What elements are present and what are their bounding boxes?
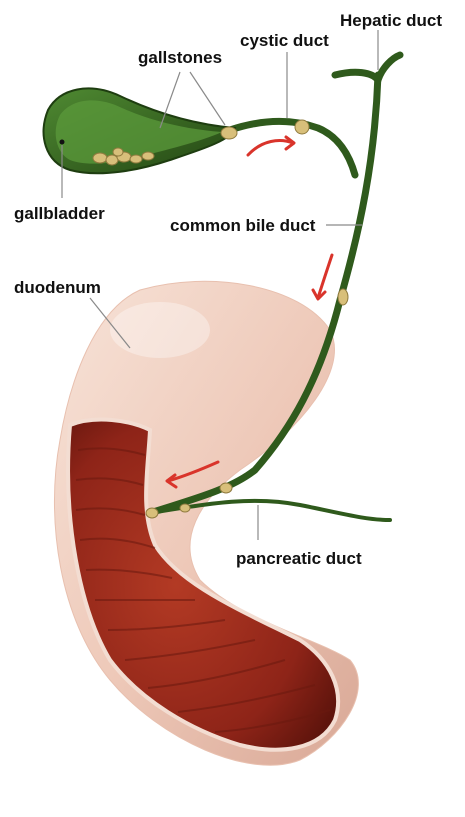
gallstone-ampulla-1 [180,504,190,512]
gallstone-common-2 [220,483,232,493]
label-common-bile-duct: common bile duct [170,216,316,235]
label-gallbladder: gallbladder [14,204,105,223]
gallbladder [44,88,235,173]
gallstone-common-1 [338,289,348,305]
duodenum-highlight [110,302,210,358]
cystic-duct [230,121,355,175]
gallstone-ampulla-2 [146,508,158,518]
label-hepatic-duct: Hepatic duct [340,11,442,30]
duodenum [54,281,358,765]
gallstone-cystic-2 [295,120,309,134]
hepatic-duct-left-branch [335,72,378,80]
gallbladder-label-dot [60,140,65,145]
label-cystic-duct: cystic duct [240,31,329,50]
label-pancreatic-duct: pancreatic duct [236,549,362,568]
hepatic-duct-right-branch [378,55,400,80]
label-gallstones: gallstones [138,48,222,67]
gallstone-cystic-1 [221,127,237,139]
label-duodenum: duodenum [14,278,101,297]
